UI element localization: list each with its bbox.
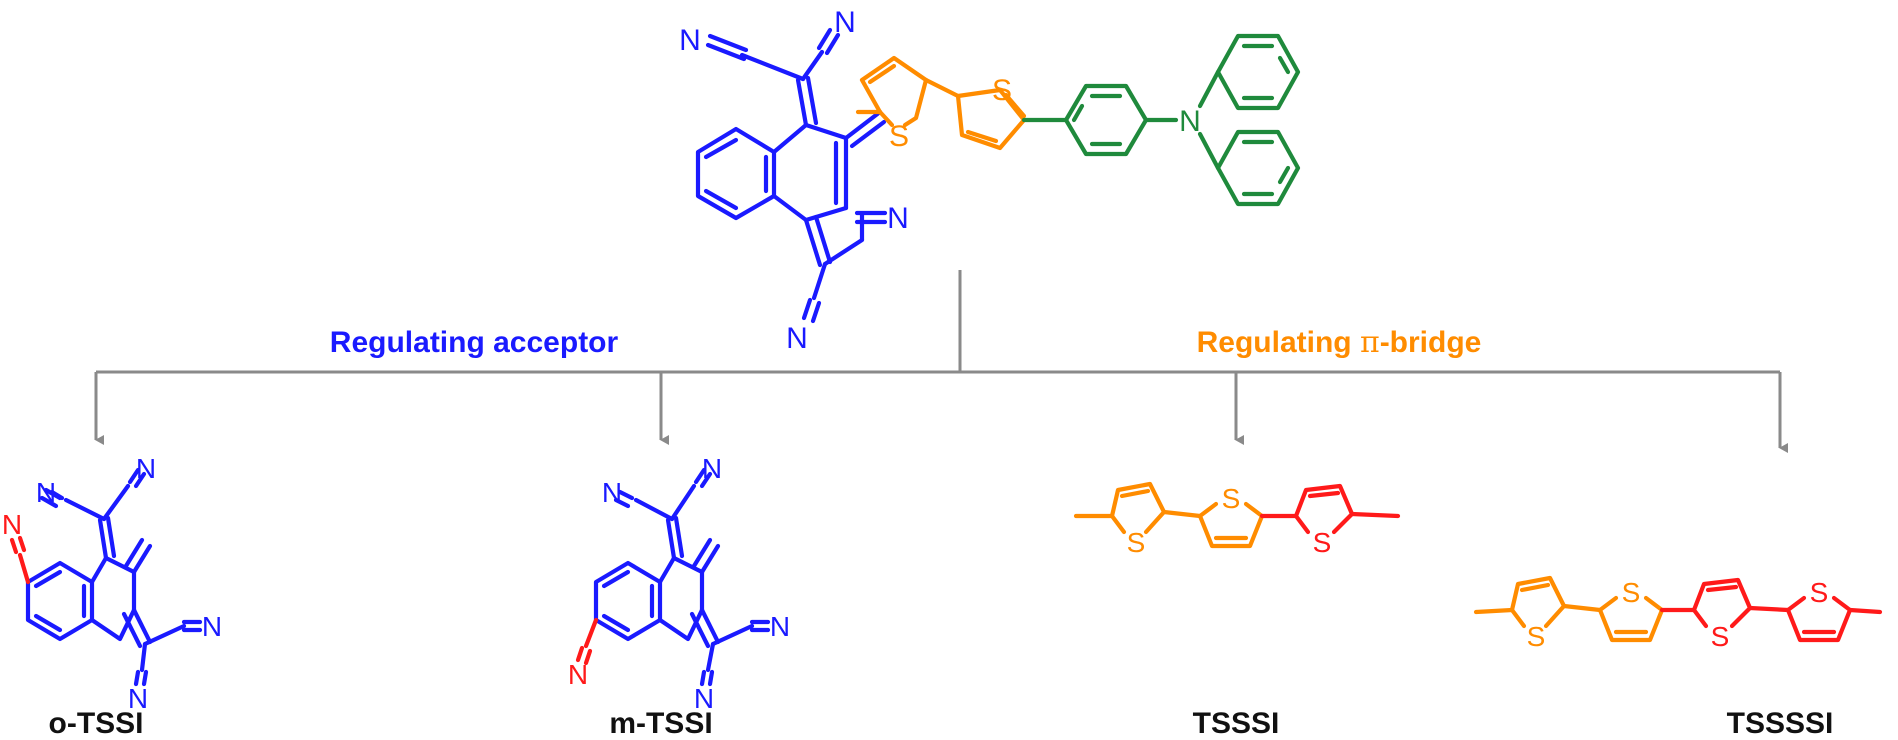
parent-molecule: N N N N S S bbox=[679, 6, 1301, 355]
parent-n1: N bbox=[679, 24, 701, 57]
parent-n4: N bbox=[786, 322, 808, 355]
o-tssi-n4: N bbox=[128, 683, 148, 714]
tsssi-structure: S S S bbox=[1073, 481, 1401, 558]
tsssi-s2: S bbox=[1222, 483, 1241, 514]
tssssi-structure: S S S S bbox=[1473, 575, 1883, 652]
m-tssi-n2: N bbox=[702, 453, 722, 484]
o-tssi-n3: N bbox=[202, 611, 222, 642]
parent-s1: S bbox=[889, 120, 909, 153]
compound-name-tsssi: TSSSI bbox=[1193, 707, 1280, 740]
compound-name-tssssi: TSSSSI bbox=[1727, 707, 1834, 740]
o-tssi-n2: N bbox=[136, 453, 156, 484]
m-tssi-n-red: N bbox=[568, 659, 588, 690]
parent-s2: S bbox=[992, 74, 1012, 107]
parent-bridge bbox=[855, 55, 1027, 151]
tssssi-s4: S bbox=[1810, 577, 1829, 608]
tssssi-s1: S bbox=[1527, 621, 1546, 652]
label-regulating-pi-bridge: Regulating π-bridge bbox=[1197, 325, 1482, 360]
o-tssi-n-red: N bbox=[2, 509, 22, 540]
parent-n3: N bbox=[887, 202, 909, 235]
m-tssi-n3: N bbox=[770, 611, 790, 642]
o-tssi-n1: N bbox=[36, 477, 56, 508]
parent-acceptor bbox=[695, 27, 888, 324]
compound-name-m-tssi: m-TSSI bbox=[609, 707, 712, 740]
tssssi-s2: S bbox=[1622, 577, 1641, 608]
parent-donor bbox=[1021, 33, 1301, 207]
connector-tree bbox=[94, 270, 1788, 453]
parent-n2: N bbox=[834, 6, 856, 39]
compound-name-o-tssi: o-TSSI bbox=[49, 707, 144, 740]
tssssi-s3: S bbox=[1711, 621, 1730, 652]
tsssi-s1: S bbox=[1127, 527, 1146, 558]
m-tssi-n1: N bbox=[602, 477, 622, 508]
m-tssi-structure: N N N N N bbox=[568, 453, 790, 714]
label-regulating-acceptor: Regulating acceptor bbox=[330, 326, 619, 359]
m-tssi-n4: N bbox=[694, 683, 714, 714]
tsssi-s3: S bbox=[1313, 527, 1332, 558]
parent-n-donor: N bbox=[1179, 105, 1201, 138]
o-tssi-structure: N N N N N bbox=[2, 453, 222, 714]
